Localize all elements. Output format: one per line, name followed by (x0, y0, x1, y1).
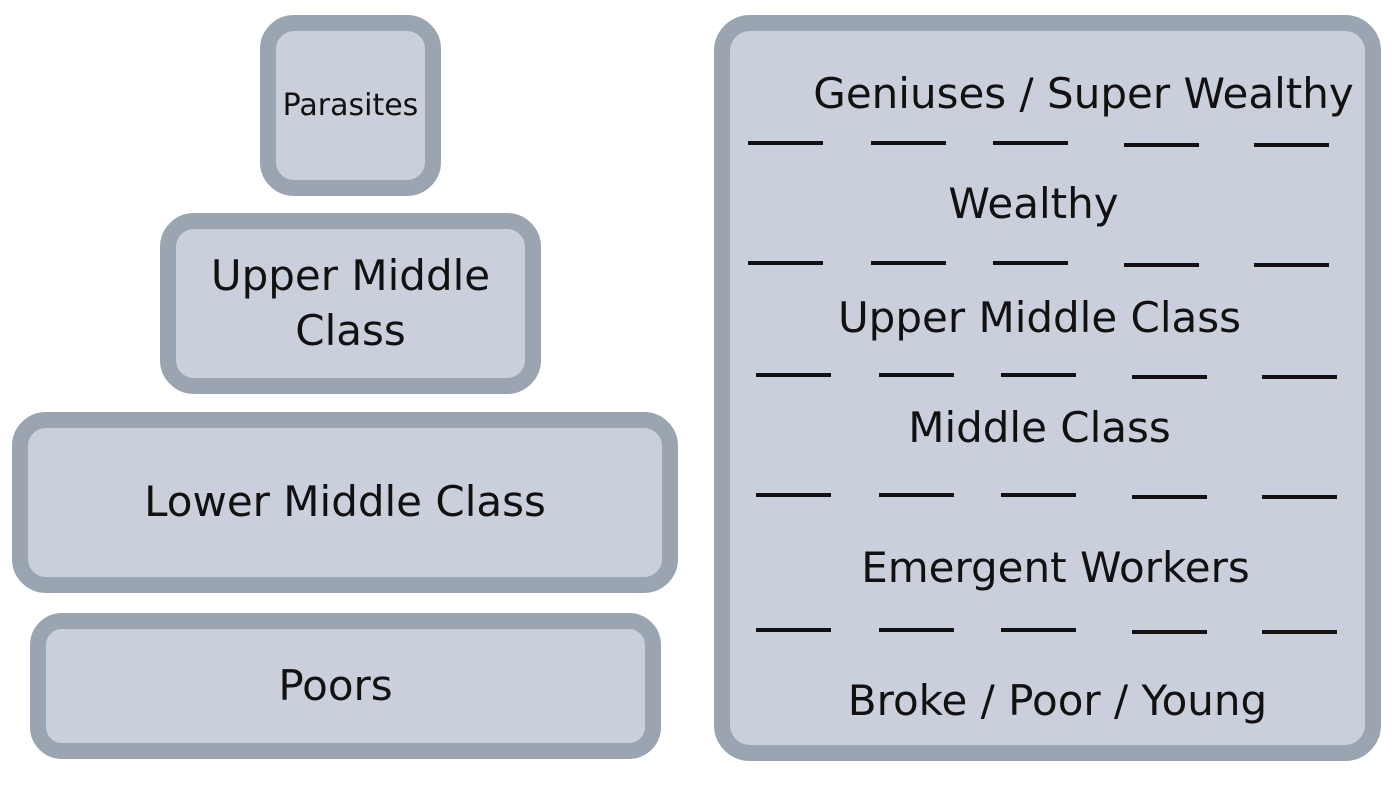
class-ladder-panel: Geniuses / Super Wealthy Wealthy Upper M… (714, 15, 1381, 761)
blank-line (1254, 263, 1329, 267)
blank-line (871, 261, 946, 265)
blank-line (879, 493, 954, 497)
blank-line (748, 261, 823, 265)
blank-line (993, 141, 1068, 145)
pyramid-tier-lower-middle-class: Lower Middle Class (12, 412, 678, 593)
pyramid-tier-label: Poors (278, 660, 393, 710)
blank-line (1001, 373, 1076, 377)
pyramid-tier-label: Upper Middle Class (210, 250, 491, 355)
blank-line (1254, 143, 1329, 147)
blank-line (1001, 628, 1076, 632)
blank-line (879, 628, 954, 632)
ladder-tier-label: Geniuses / Super Wealthy (813, 69, 1354, 118)
blank-line (756, 628, 831, 632)
ladder-tier-label: Emergent Workers (861, 543, 1250, 592)
blank-line (1124, 263, 1199, 267)
ladder-tier-label: Wealthy (948, 179, 1119, 228)
blank-line (1262, 630, 1337, 634)
blank-line (748, 141, 823, 145)
ladder-tier-label: Middle Class (908, 403, 1171, 452)
blank-line (756, 373, 831, 377)
blank-line (1262, 375, 1337, 379)
blank-line (1132, 375, 1207, 379)
pyramid-tier-label: Lower Middle Class (144, 477, 546, 527)
pyramid-tier-parasites: Parasites (260, 15, 441, 196)
blank-line (1124, 143, 1199, 147)
blank-line (1001, 493, 1076, 497)
blank-line (756, 493, 831, 497)
blank-line (879, 373, 954, 377)
pyramid-tier-upper-middle-class: Upper Middle Class (160, 213, 541, 394)
blank-line (1262, 495, 1337, 499)
ladder-tier-label: Broke / Poor / Young (847, 676, 1268, 725)
blank-line (1132, 495, 1207, 499)
ladder-tier-label: Upper Middle Class (837, 293, 1242, 342)
blank-line (871, 141, 946, 145)
blank-line (1132, 630, 1207, 634)
blank-line (993, 261, 1068, 265)
pyramid-tier-poors: Poors (30, 613, 661, 759)
pyramid-tier-label: Parasites (282, 88, 419, 123)
